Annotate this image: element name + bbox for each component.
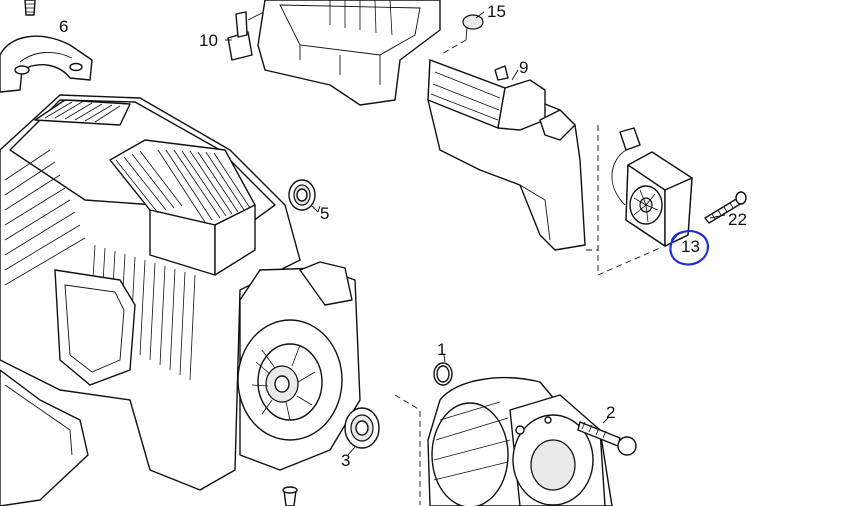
- part-2-bolt: [577, 421, 637, 456]
- part-5-seal: [288, 179, 319, 213]
- callout-15: 15: [487, 2, 506, 21]
- part-6-bracket: [0, 0, 93, 93]
- leader-lines: [394, 125, 661, 505]
- callout-9: 9: [519, 58, 529, 77]
- part-1-oring: [433, 362, 453, 386]
- label-leaders: [225, 11, 726, 456]
- callout-13: 13: [681, 237, 700, 256]
- callout-10: 10: [199, 31, 218, 50]
- callout-22: 22: [728, 210, 747, 229]
- part-3-seal: [344, 407, 380, 449]
- part-gearbox: [427, 377, 613, 506]
- part-15-screw: [439, 14, 484, 56]
- part-10-clip: [227, 9, 269, 61]
- callout-2: 2: [606, 403, 616, 422]
- callout-6: 6: [59, 17, 69, 36]
- part-13-fan: [611, 127, 693, 247]
- part-main-housing: [0, 94, 361, 506]
- part-top-bracket: [257, 0, 441, 106]
- callout-3: 3: [341, 451, 351, 470]
- callout-1: 1: [437, 340, 447, 359]
- callout-5: 5: [320, 204, 330, 223]
- part-9-bracket: [427, 59, 586, 251]
